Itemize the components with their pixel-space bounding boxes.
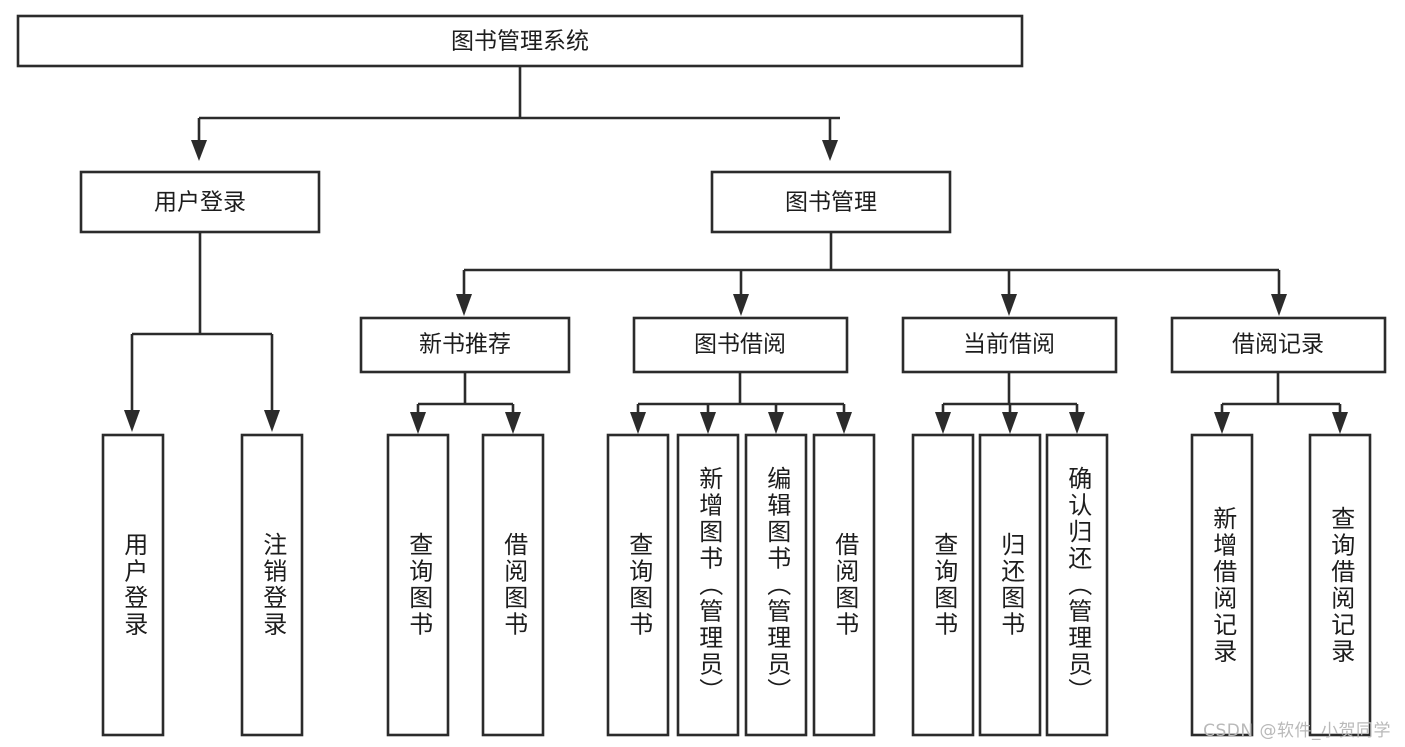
leaf-box-cb-confirm-return[interactable] bbox=[1045, 433, 1109, 737]
leaf-box-cb-return-book[interactable] bbox=[978, 433, 1042, 737]
arrow-current-borrow bbox=[1001, 294, 1017, 316]
node-user-login[interactable]: 用户登录 bbox=[79, 170, 321, 234]
arrow-user-login bbox=[191, 140, 207, 161]
leaf-box-nb-borrow-book[interactable] bbox=[481, 433, 545, 737]
arrow-cb-leaf-2 bbox=[1002, 412, 1018, 434]
root-label: 图书管理系统 bbox=[451, 29, 589, 55]
leaf-box-br-query-record[interactable] bbox=[1308, 433, 1372, 737]
arrow-bb-leaf-2 bbox=[700, 412, 716, 434]
leaf-box-bb-add-book[interactable] bbox=[676, 433, 740, 737]
node-current-borrow[interactable]: 当前借阅 bbox=[901, 316, 1118, 374]
leaf-box-bb-edit-book[interactable] bbox=[744, 433, 808, 737]
arrow-bb-leaf-4 bbox=[836, 412, 852, 434]
arrow-nb-leaf-2 bbox=[505, 412, 521, 434]
arrow-leaf-user-login bbox=[124, 410, 140, 432]
borrow-record-label: 借阅记录 bbox=[1232, 332, 1324, 358]
connector-user-login-to-leaves bbox=[124, 232, 280, 432]
connector-borrow-record-to-leaves bbox=[1214, 372, 1348, 434]
arrow-nb-leaf-1 bbox=[410, 412, 426, 434]
node-book-management[interactable]: 图书管理 bbox=[710, 170, 952, 234]
book-management-box[interactable] bbox=[710, 170, 952, 234]
leaf-box-br-add-record[interactable] bbox=[1190, 433, 1254, 737]
node-borrow-record[interactable]: 借阅记录 bbox=[1170, 316, 1387, 374]
leaf-box-cb-query-book[interactable] bbox=[911, 433, 975, 737]
user-login-label: 用户登录 bbox=[154, 190, 246, 216]
arrow-cb-leaf-3 bbox=[1069, 412, 1085, 434]
book-management-label: 图书管理 bbox=[785, 190, 877, 216]
csdn-watermark: CSDN @软件_小贺同学 bbox=[1203, 721, 1391, 741]
arrow-book-manage bbox=[822, 140, 838, 161]
arrow-bb-leaf-3 bbox=[768, 412, 784, 434]
arrow-br-leaf-1 bbox=[1214, 412, 1230, 434]
book-borrow-label: 图书借阅 bbox=[694, 332, 786, 358]
leaf-box-bb-borrow-book[interactable] bbox=[812, 433, 876, 737]
arrow-borrow-record bbox=[1271, 294, 1287, 316]
current-borrow-label: 当前借阅 bbox=[963, 332, 1055, 358]
node-new-book-recommend[interactable]: 新书推荐 bbox=[359, 316, 571, 374]
arrow-br-leaf-2 bbox=[1332, 412, 1348, 434]
arrow-cb-leaf-1 bbox=[935, 412, 951, 434]
book-borrow-box[interactable] bbox=[632, 316, 849, 374]
leaf-box-user-login[interactable] bbox=[101, 433, 165, 737]
new-book-recommend-label: 新书推荐 bbox=[419, 332, 511, 358]
root-box[interactable] bbox=[16, 14, 1024, 68]
new-book-recommend-box[interactable] bbox=[359, 316, 571, 374]
connector-book-borrow-to-leaves bbox=[630, 372, 852, 434]
arrow-bb-leaf-1 bbox=[630, 412, 646, 434]
connector-current-borrow-to-leaves bbox=[935, 372, 1085, 434]
connector-book-management-to-level3 bbox=[456, 232, 1287, 316]
arrow-book-borrow bbox=[733, 294, 749, 316]
current-borrow-box[interactable] bbox=[901, 316, 1118, 374]
leaf-box-logout[interactable] bbox=[240, 433, 304, 737]
borrow-record-box[interactable] bbox=[1170, 316, 1387, 374]
connector-root-to-level2 bbox=[191, 66, 840, 161]
leaf-box-nb-query-book[interactable] bbox=[386, 433, 450, 737]
leaf-box-bb-query-book[interactable] bbox=[606, 433, 670, 737]
arrow-new-book bbox=[456, 294, 472, 316]
arrow-leaf-logout bbox=[264, 410, 280, 432]
node-book-borrow[interactable]: 图书借阅 bbox=[632, 316, 849, 374]
connector-new-book-to-leaves bbox=[410, 372, 521, 434]
node-root-system[interactable]: 图书管理系统 bbox=[16, 14, 1024, 68]
